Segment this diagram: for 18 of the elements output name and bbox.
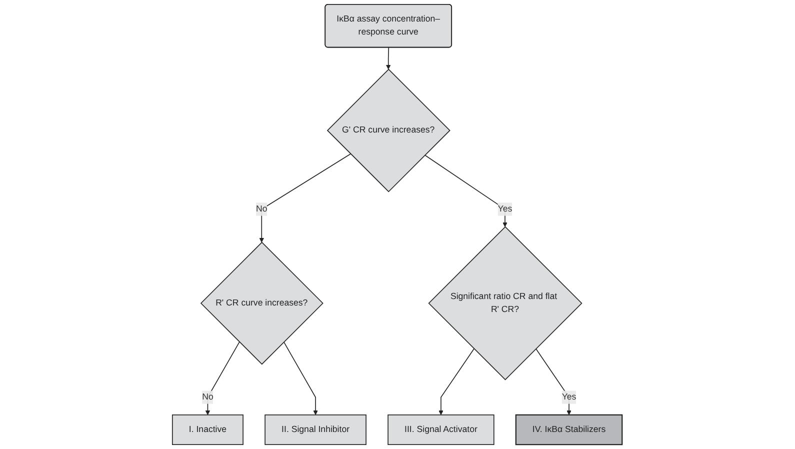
arrow <box>536 348 572 416</box>
node-box: III. Signal Activator <box>388 414 495 445</box>
node-box: I. Inactive <box>172 414 244 445</box>
node-box: IV. IκBα Stabilizers <box>516 414 623 446</box>
arrow <box>259 153 352 243</box>
edge-label: No <box>256 204 268 214</box>
arrow <box>424 154 508 228</box>
node-diamond: Significant ratio CR and flat R' CR? <box>428 226 583 380</box>
arrow <box>206 342 240 416</box>
node-box: II. Signal Inhibitor <box>264 414 367 445</box>
edge-label: No <box>202 392 214 402</box>
edge-label: Yes <box>562 392 576 402</box>
node-diamond: G' CR curve increases? <box>327 68 451 192</box>
arrow <box>386 47 392 70</box>
node-diamond: R' CR curve increases? <box>200 242 324 365</box>
arrow <box>438 348 475 416</box>
edge-label: Yes <box>498 204 512 214</box>
arrow <box>284 342 318 416</box>
